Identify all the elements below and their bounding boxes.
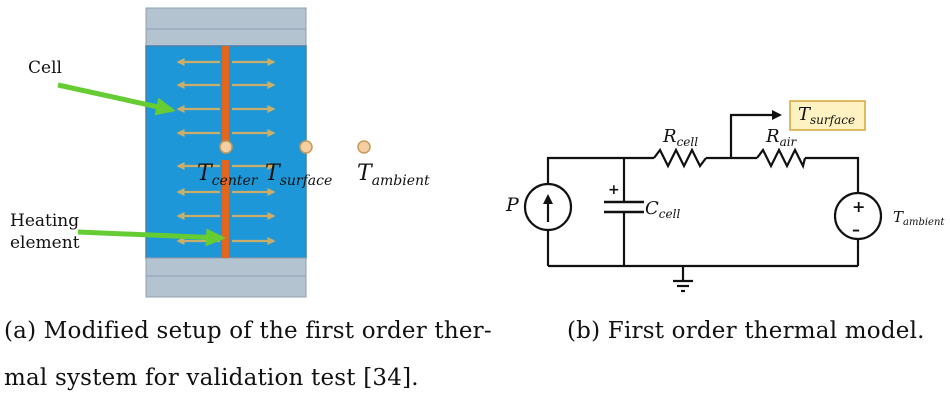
panel-b-circuit bbox=[523, 110, 883, 293]
voltage-source bbox=[833, 191, 883, 241]
t-surface-label: Tsurface bbox=[265, 161, 332, 189]
caption-b: (b) First order thermal model. bbox=[567, 318, 925, 344]
t-ambient-source-label: Tambient bbox=[893, 208, 945, 228]
surface-tap-wire bbox=[729, 110, 782, 158]
r-cell-label: Rcell bbox=[662, 126, 698, 149]
bottom-plate-outer bbox=[145, 275, 307, 298]
heating-element-pointer-arrow bbox=[77, 228, 226, 247]
resistor-r-air bbox=[756, 147, 807, 170]
r-air-label: Rair bbox=[765, 126, 798, 149]
bottom-plate-inner bbox=[145, 257, 307, 277]
heat-flow-arrows bbox=[176, 58, 276, 245]
resistor-r-cell bbox=[653, 147, 707, 169]
voltage-plus-sign: + bbox=[852, 197, 865, 216]
top-plate-outer bbox=[145, 7, 307, 30]
t-center-marker bbox=[219, 140, 233, 154]
wire-top-left bbox=[546, 156, 654, 183]
t-ambient-marker bbox=[357, 140, 371, 154]
panel-a-setup: Tcenter Tsurface Tambient Cell Heating e… bbox=[10, 7, 430, 298]
t-ambient-label: Tambient bbox=[357, 161, 430, 189]
cell-label: Cell bbox=[28, 58, 62, 78]
wire-top-right bbox=[805, 156, 860, 193]
top-plate-inner bbox=[145, 28, 307, 47]
t-surface-output-label: Tsurface bbox=[798, 104, 855, 127]
t-surface-marker bbox=[299, 140, 313, 154]
capacitor-plus-sign: + bbox=[608, 182, 620, 198]
t-center-label: Tcenter bbox=[197, 161, 259, 189]
cell-pointer-arrow bbox=[57, 82, 176, 116]
heating-element-label-line2: element bbox=[10, 233, 80, 253]
t-surface-output-box bbox=[789, 100, 866, 131]
source-p-label: P bbox=[505, 194, 520, 216]
heating-element-label-line1: Heating bbox=[10, 211, 79, 231]
heating-element-top bbox=[222, 46, 229, 148]
caption-a-line1: (a) Modified setup of the first order th… bbox=[4, 318, 492, 344]
voltage-minus-sign: – bbox=[852, 220, 860, 239]
caption-a-line2: mal system for validation test [34]. bbox=[4, 365, 419, 391]
c-cell-label: Ccell bbox=[645, 198, 680, 221]
heating-element-bottom bbox=[222, 160, 229, 258]
